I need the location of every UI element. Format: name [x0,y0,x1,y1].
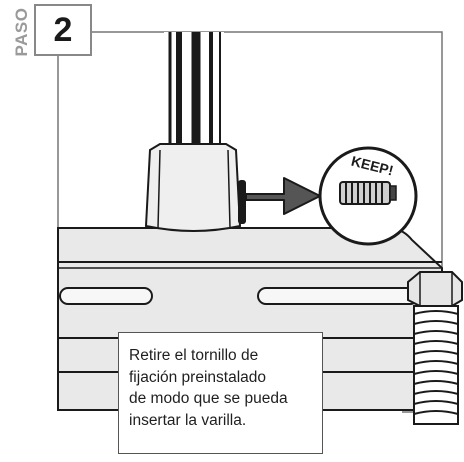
caption-line-4: insertar la varilla. [129,411,247,429]
step-number-box: 2 [34,4,92,56]
caption-line-2: fijación preinstalado [129,368,267,386]
plate-slot-left [59,287,153,305]
step-number: 2 [53,10,73,49]
instruction-caption: Retire el tornillo de fijación preinstal… [118,332,323,454]
set-screw-hole [238,180,246,224]
rod-collar [144,143,242,232]
step-word-label: PASO [12,7,31,57]
hex-bolt [407,271,463,425]
set-screw-detail [339,181,397,205]
caption-line-3: de modo que se pueda [129,390,288,407]
plate-slot-right [257,287,419,305]
removal-arrow [245,177,321,215]
caption-line-1: Retire el tornillo de [129,347,259,364]
